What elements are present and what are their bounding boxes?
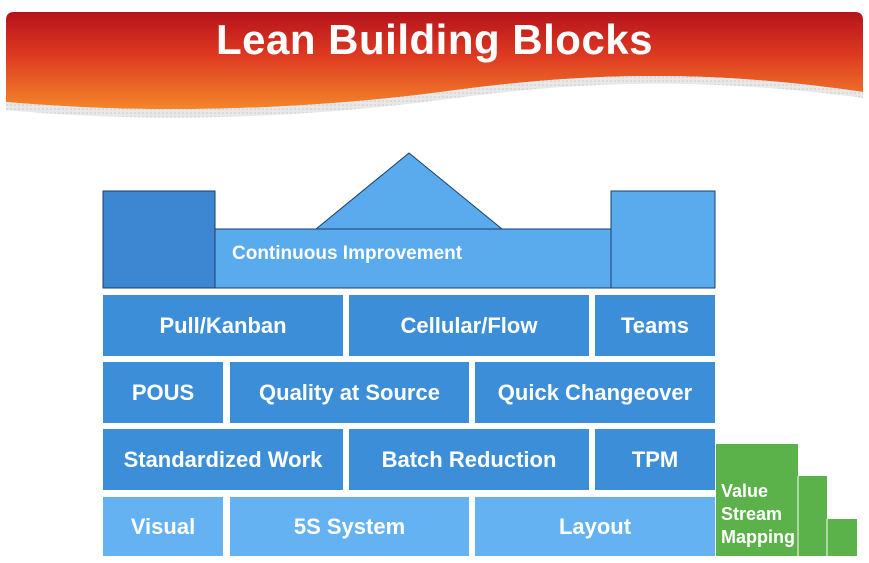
vsm-line-1: Value bbox=[721, 481, 769, 501]
continuous-improvement-label: Continuous Improvement bbox=[232, 243, 463, 264]
block-tpm: TPM bbox=[595, 429, 715, 490]
block-quick-changeover: Quick Changeover bbox=[475, 362, 715, 423]
vsm-line-2: Stream bbox=[721, 504, 783, 524]
banner-wave-shape bbox=[6, 12, 863, 118]
roof-shapes bbox=[102, 152, 716, 289]
block-cellular-flow: Cellular/Flow bbox=[349, 295, 589, 356]
page-title: Lean Building Blocks bbox=[215, 16, 654, 63]
block-batch-reduction: Batch Reduction bbox=[349, 429, 589, 490]
block-layout: Layout bbox=[475, 497, 715, 556]
block-pull-kanban: Pull/Kanban bbox=[103, 295, 343, 356]
block-visual: Visual bbox=[103, 497, 223, 556]
value-stream-mapping-label: Value Stream Mapping bbox=[721, 480, 795, 549]
block-5s-system: 5S System bbox=[230, 497, 469, 556]
block-teams: Teams bbox=[595, 295, 715, 356]
stairs-shape bbox=[716, 444, 857, 556]
title-banner bbox=[6, 12, 863, 122]
block-quality-at-source: Quality at Source bbox=[230, 362, 469, 423]
roof-beam bbox=[214, 228, 612, 289]
block-pous: POUS bbox=[103, 362, 223, 423]
roof-right-chimney bbox=[610, 190, 716, 289]
block-standardized-work: Standardized Work bbox=[103, 429, 343, 490]
vsm-line-3: Mapping bbox=[721, 527, 795, 547]
